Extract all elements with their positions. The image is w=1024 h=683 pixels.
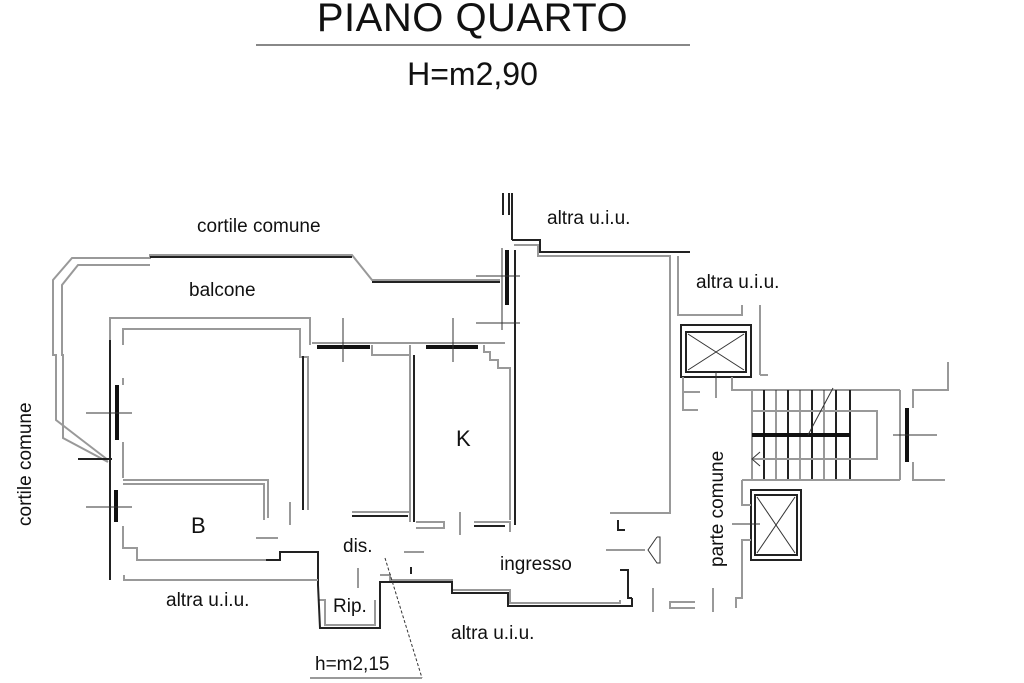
- label-parte-comune: parte comune: [707, 450, 728, 567]
- label-rip-height: h=m2,15: [315, 654, 390, 675]
- bottom-right-stubs: [652, 390, 714, 612]
- label-room-k: K: [456, 426, 471, 451]
- right-window: [893, 362, 949, 481]
- partition-k: [352, 355, 511, 535]
- rip-height-annotation: [310, 557, 423, 679]
- lower-elevator: [732, 480, 802, 608]
- entrance-door-symbol: [606, 536, 661, 564]
- floor-height-label: H=m2,90: [407, 56, 538, 92]
- corridor-walls: [123, 520, 633, 629]
- main-room-walls: [86, 317, 311, 580]
- balcony-outline: [52, 254, 500, 463]
- label-altra-bottom-left: altra u.i.u.: [166, 590, 250, 611]
- staircase: [742, 387, 901, 481]
- label-cortile-top: cortile comune: [197, 216, 321, 237]
- label-dis: dis.: [343, 536, 373, 557]
- label-ingresso: ingresso: [500, 554, 572, 575]
- upper-elevator: [680, 324, 900, 398]
- title-underline: [256, 44, 690, 46]
- label-altra-bottom-center: altra u.i.u.: [451, 623, 535, 644]
- label-rip: Rip.: [333, 596, 367, 617]
- label-cortile-left: cortile comune: [15, 402, 36, 526]
- label-room-b: B: [191, 513, 206, 538]
- label-balcone: balcone: [189, 280, 256, 301]
- right-block: [677, 256, 768, 376]
- central-shaft-wall: [476, 193, 690, 514]
- top-windows: [312, 318, 516, 525]
- room-b-walls: [86, 479, 291, 561]
- label-altra-top: altra u.i.u.: [547, 208, 631, 229]
- floor-title: PIANO QUARTO: [316, 0, 629, 40]
- label-altra-right: altra u.i.u.: [696, 272, 780, 293]
